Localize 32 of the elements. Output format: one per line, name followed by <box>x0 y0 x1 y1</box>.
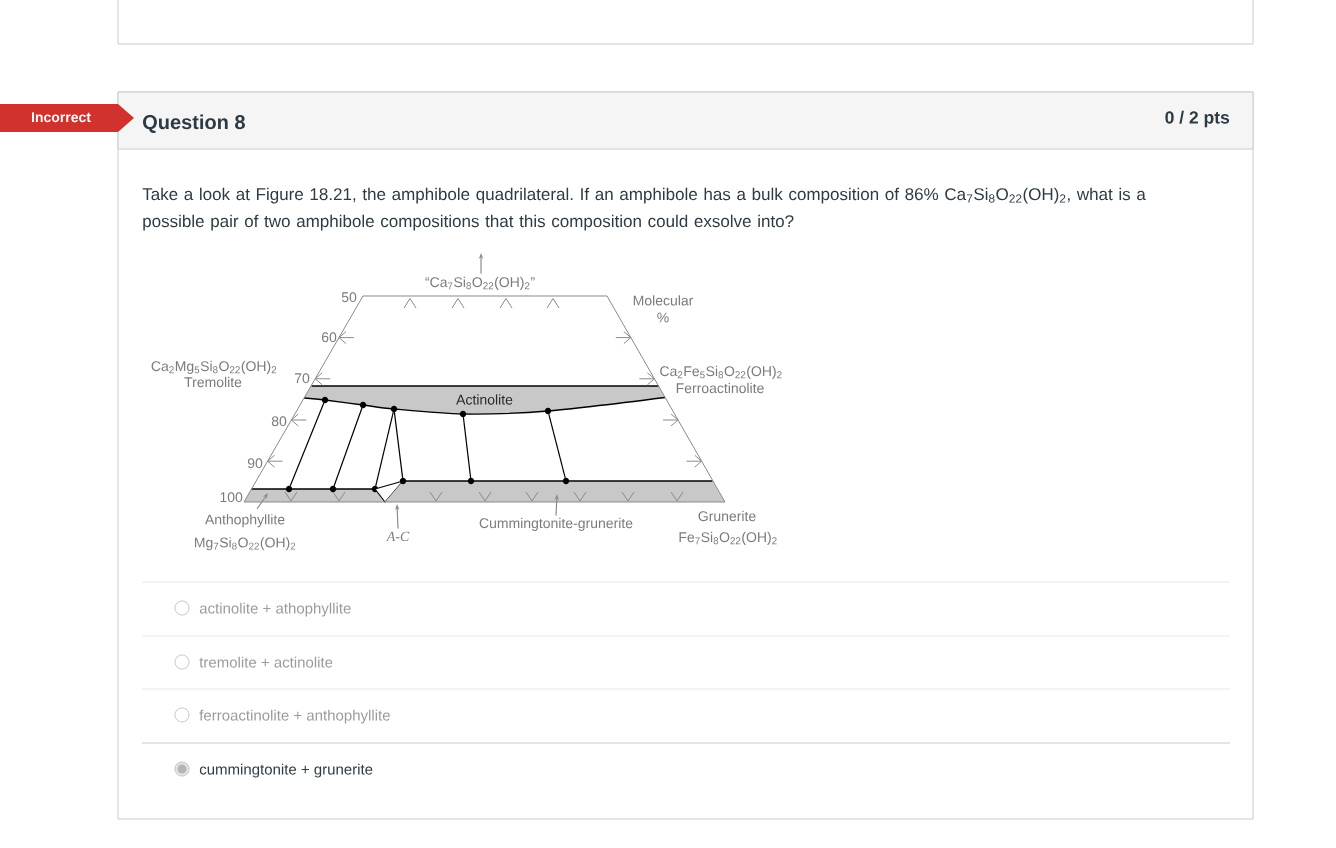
mineral-label: Cummingtonite-grunerite <box>479 517 633 531</box>
formula-label: Fe$_{7}$Si$_{8}$O$_{22}$(OH)$_{2}$ <box>679 531 777 545</box>
gap-label: A-C <box>385 531 410 542</box>
formula-label: “Ca$_{7}$Si$_{8}$O$_{22}$(OH)$_{2}$” <box>425 276 535 290</box>
tie-line <box>462 416 472 479</box>
tie-line <box>393 411 404 479</box>
axis-value: 70 <box>294 373 310 384</box>
shaded-band: Actinolite <box>303 385 666 415</box>
answer-option: cummingtonite + grunerite <box>199 763 373 778</box>
question-title: Question 8 <box>143 114 245 133</box>
mineral-name: Tremolite <box>184 376 242 388</box>
axis-value: 80 <box>271 416 287 427</box>
tie-line <box>548 413 566 479</box>
leader-arrow <box>256 493 268 510</box>
answer-option: tremolite + actinolite <box>199 656 333 668</box>
mineral-label: Anthophyllite Mg$_{7}$Si$_{8}$O$_{22}$(OH)$_{2}$ <box>194 514 296 551</box>
formula-label: Ca$_{2}$Mg$_{5}$Si$_{8}$O$_{22}$(OH)$_{2}$ <box>151 360 277 374</box>
axis-value: 60 <box>321 332 337 343</box>
mineral-name: Grunerite <box>698 510 756 522</box>
tie-line <box>375 411 394 487</box>
axis-value: 90 <box>247 458 263 469</box>
answer-option: ferroactinolite + anthophyllite <box>199 709 390 724</box>
axis-value: 50 <box>341 292 357 303</box>
question-text: Take a look at Figure 18.21, the amphibole quadrilateral. If an amphibole has a bulk composition of 86% Ca$_{7}$Si$_{8}$O$_{22}$(OH)$_{2}$, what is a possible pair of two amphibole compositions that this composition could exsolve into? <box>142 187 1146 231</box>
status-badge: Incorrect <box>0 104 134 132</box>
tie-line <box>289 402 325 487</box>
points-score: 0 / 2 pts <box>1165 110 1230 128</box>
answer-option: actinolite + athophyllite <box>199 602 351 617</box>
axis-title: Molecular % <box>633 295 694 323</box>
tie-line <box>333 407 363 487</box>
mineral-name: Ferroactinolite <box>676 382 764 394</box>
formula-label: Ca$_{2}$Fe$_{5}$Si$_{8}$O$_{22}$(OH)$_{2}$ <box>660 365 782 379</box>
